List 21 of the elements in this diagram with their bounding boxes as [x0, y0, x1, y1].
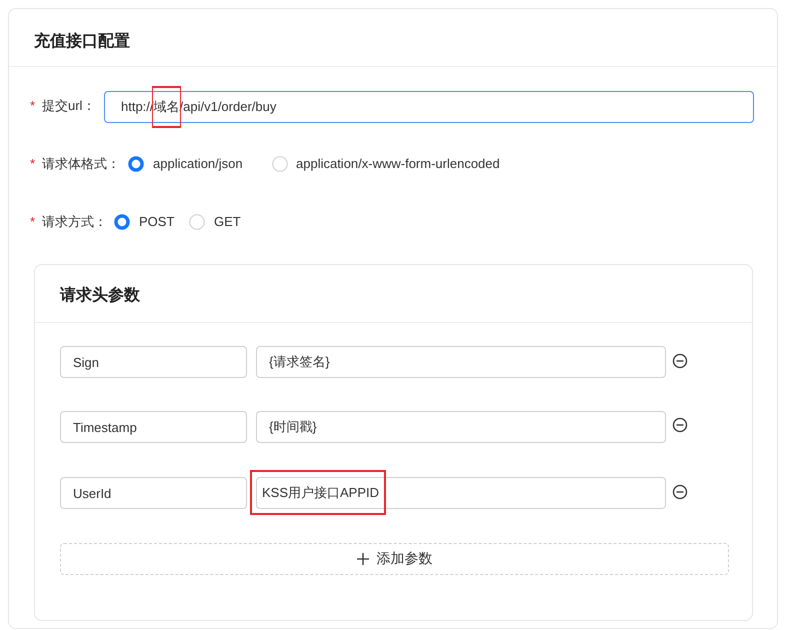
card-title: 充值接口配置 — [34, 31, 130, 52]
required-asterisk: * — [30, 213, 36, 231]
card-panel — [34, 264, 753, 621]
field-label: 请求体格式： — [42, 155, 120, 173]
card-title: 请求头参数 — [60, 285, 140, 306]
radio-label: application/x-www-form-urlencoded — [296, 155, 500, 173]
radio-label: GET — [214, 213, 241, 231]
required-asterisk: * — [30, 97, 36, 115]
radio-label: POST — [139, 213, 174, 231]
input-field: {请求签名} — [256, 346, 666, 378]
input-field: Timestamp — [60, 411, 247, 443]
input-field: Sign — [60, 346, 247, 378]
add-button: 添加参数 — [60, 543, 729, 575]
input-field: UserId — [60, 477, 247, 509]
card-panel — [8, 8, 778, 629]
field-label: 请求方式： — [42, 213, 107, 231]
radio-label: application/json — [153, 155, 243, 173]
input-field: {时间戳} — [256, 411, 666, 443]
field-label: 提交url： — [42, 97, 96, 115]
input-field: KSS用户接口APPID — [256, 477, 666, 509]
required-asterisk: * — [30, 155, 36, 173]
